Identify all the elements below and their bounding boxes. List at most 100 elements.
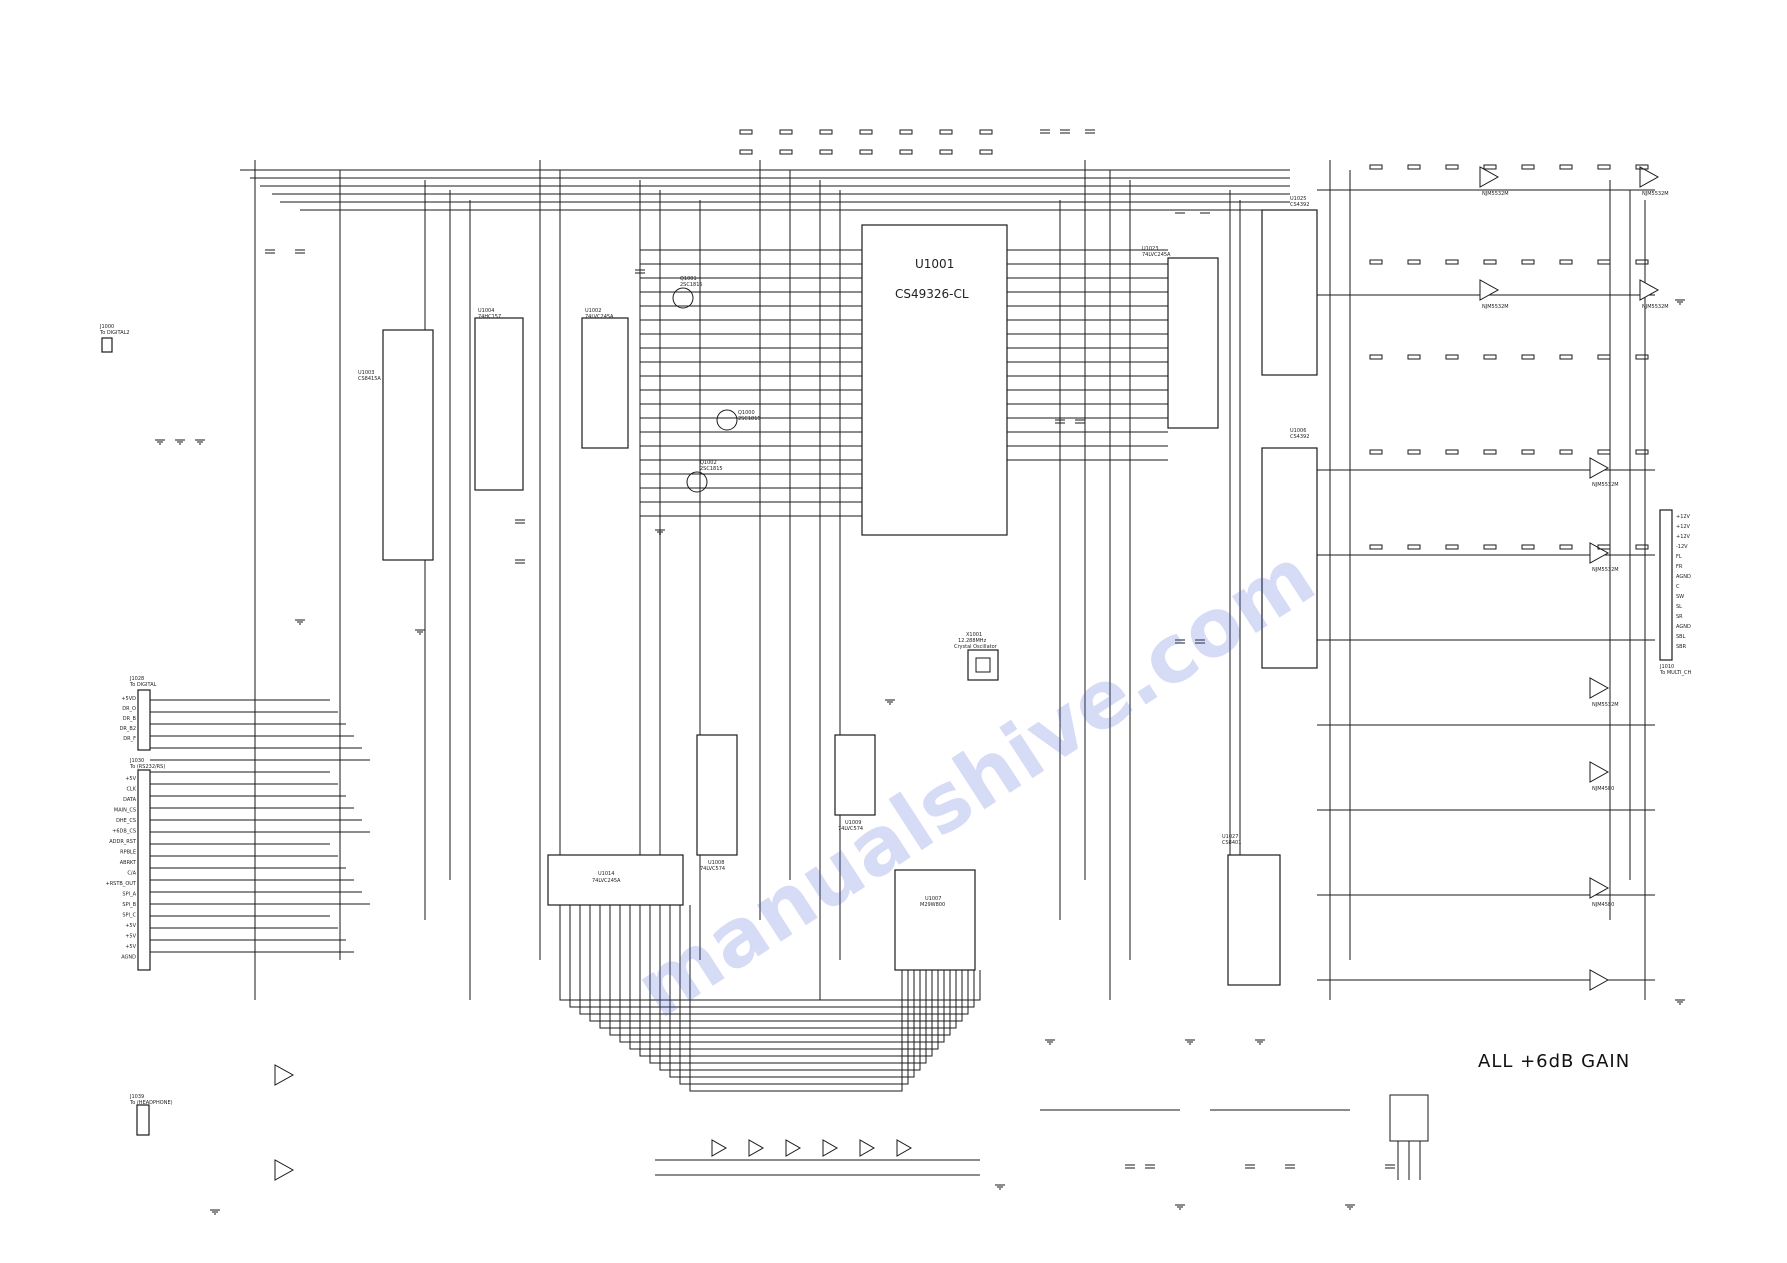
resistor-symbol (1597, 354, 1611, 360)
connector-pin-label: +5V (125, 776, 136, 782)
opamp-part-label: NJM5532M (1592, 567, 1619, 573)
resistor-symbol (979, 149, 993, 155)
buffer-symbol (711, 1139, 728, 1157)
resistor-symbol (1559, 259, 1573, 265)
resistor-symbol (1635, 544, 1649, 550)
svg-text:U1007: U1007 (925, 896, 941, 902)
opamp-part-label: NJM5532M (1642, 304, 1669, 310)
connector-pin-label: +5V (125, 923, 136, 929)
resistor-symbol (1635, 354, 1649, 360)
svg-text:Q1002: Q1002 (700, 460, 717, 466)
resistor-symbol (1635, 164, 1649, 170)
resistor-symbol (1445, 259, 1459, 265)
connector-pin-label: +5VD (121, 696, 136, 702)
svg-text:CS4392: CS4392 (1290, 434, 1309, 440)
connector-pin-label: SPI_B (122, 902, 136, 908)
resistor-symbol (1559, 449, 1573, 455)
wire-network (150, 160, 1655, 1176)
resistor-symbol (1445, 164, 1459, 170)
svg-text:J1030: J1030 (129, 758, 144, 764)
opamp-part-label: NJM4580 (1592, 786, 1614, 792)
crystal-oscillator: X1001 12.288MHz Crystal Oscillator (954, 632, 999, 681)
svg-text:U1003: U1003 (358, 370, 374, 376)
opamp-symbol (1589, 457, 1610, 479)
resistor-symbol (1369, 354, 1383, 360)
resistor-symbol (939, 129, 953, 135)
main-ic-part: CS49326-CL (895, 287, 969, 301)
svg-text:74HC157: 74HC157 (478, 314, 501, 320)
svg-text:M29W800: M29W800 (920, 902, 945, 908)
connector-pin-label: CLK (126, 787, 136, 793)
svg-text:74LVC574: 74LVC574 (700, 866, 725, 872)
ic-u1014: U1014 74LVC245A (547, 854, 684, 906)
resistor-symbol (859, 129, 873, 135)
buffer-symbol (748, 1139, 765, 1157)
svg-text:U1009: U1009 (845, 820, 861, 826)
main-ic-ref: U1001 (915, 257, 954, 271)
svg-text:U1002: U1002 (585, 308, 601, 314)
svg-text:To (HEADPHONE): To (HEADPHONE) (129, 1100, 173, 1106)
resistor-symbol (1369, 544, 1383, 550)
svg-text:J1000: J1000 (99, 324, 114, 330)
connector-pin-label: +12V (1676, 524, 1691, 530)
svg-text:To DIGITAL: To DIGITAL (129, 682, 157, 688)
resistor-symbol (1559, 544, 1573, 550)
ic-u1007: U1007 M29W800 (894, 869, 976, 971)
connector-pin-label: DR_B (123, 716, 137, 722)
opamp-part-label: NJM5532M (1482, 304, 1509, 310)
opamp-symbol (1589, 542, 1610, 564)
svg-text:74LVC574: 74LVC574 (838, 826, 863, 832)
svg-text:2SC1815: 2SC1815 (680, 282, 703, 288)
resistor-symbol (1483, 164, 1497, 170)
svg-text:Q1000: Q1000 (738, 410, 755, 416)
connector-pin-label: +12V (1676, 534, 1691, 540)
resistor-symbol (1597, 259, 1611, 265)
svg-text:J1039: J1039 (129, 1094, 144, 1100)
connector-j1010: J1010 To MULTI_CH +12V+12V+12V-12VFLFRAG… (1659, 509, 1691, 676)
svg-text:U1014: U1014 (598, 871, 614, 877)
connector-pin-label: +12V (1676, 514, 1691, 520)
opamp-symbol (1479, 166, 1500, 188)
resistor-symbol (779, 149, 793, 155)
opamp-part-label: NJM5532M (1642, 191, 1669, 197)
svg-text:Q1001: Q1001 (680, 276, 697, 282)
resistor-symbol (1559, 164, 1573, 170)
resistor-symbol (1407, 354, 1421, 360)
connector-pin-label: +RSTB_OUT (106, 881, 137, 887)
resistor-symbol (1483, 259, 1497, 265)
ic-u1006: U1006 CS4392 (1261, 428, 1318, 669)
resistor-symbol (1521, 544, 1535, 550)
opamp-part-label: NJM5532M (1592, 482, 1619, 488)
svg-text:To MULTI_CH: To MULTI_CH (1659, 670, 1691, 676)
connector-pin-label: AGND (1676, 624, 1691, 630)
resistor-symbol (1635, 259, 1649, 265)
resistor-symbol (819, 149, 833, 155)
connector-pin-label: SPI_C (122, 913, 136, 919)
svg-text:2SC1815: 2SC1815 (700, 466, 723, 472)
ic-u1003: U1003 CS8415A (358, 329, 434, 561)
resistor-symbol (1369, 164, 1383, 170)
connector-pin-label: DR_O (122, 706, 136, 712)
buffer-symbol (859, 1139, 876, 1157)
connector-pin-label: DHE_CS (116, 818, 136, 824)
svg-text:12.288MHz: 12.288MHz (958, 638, 987, 644)
connector-pin-label: +6DB_CS (112, 829, 136, 835)
connector-pin-label: +5V (125, 934, 136, 940)
connector-pin-label: DR_F (123, 736, 136, 742)
ic-u1027: U1027 CS8401 (1222, 834, 1281, 986)
opamp-symbol (1589, 877, 1610, 899)
ic-u1008: U1008 74LVC574 (696, 734, 738, 872)
connector-pin-label: SBL (1676, 634, 1686, 640)
svg-text:To DIGITAL2: To DIGITAL2 (99, 330, 130, 336)
ic-u1002: U1002 74LVC245A (581, 308, 629, 449)
connector-pin-label: ADDR_RST (109, 839, 137, 845)
svg-text:U1008: U1008 (708, 860, 724, 866)
opamp-symbol (1639, 279, 1660, 301)
resistor-symbol (779, 129, 793, 135)
resistor-symbol (1521, 259, 1535, 265)
resistor-symbol (1483, 354, 1497, 360)
resistor-symbol (1407, 449, 1421, 455)
svg-text:74LVC245A: 74LVC245A (585, 314, 614, 320)
